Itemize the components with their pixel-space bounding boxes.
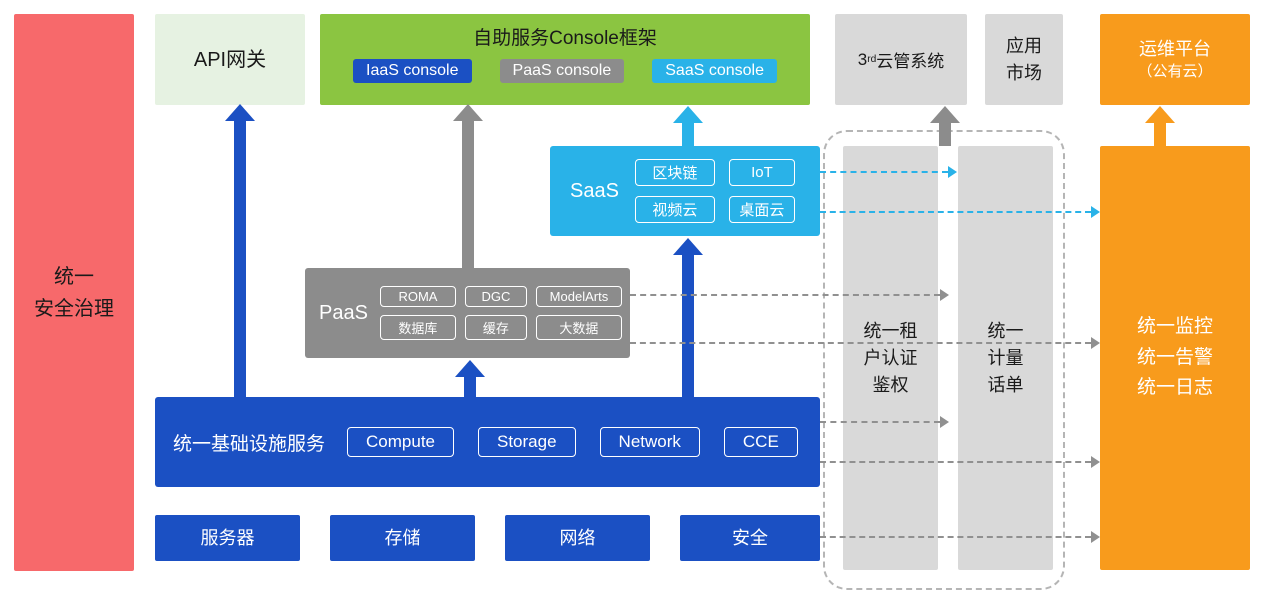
infra-item-storage: Storage: [478, 427, 576, 457]
hardware-network-box: 网络: [505, 515, 650, 561]
paas-console-chip: PaaS console: [499, 59, 625, 83]
arrow-shaft: [682, 255, 694, 397]
arrow-saas-to-console: [673, 106, 703, 146]
infrastructure-items: Compute Storage Network CCE: [347, 427, 798, 457]
saas-item-video-cloud: 视频云: [634, 196, 715, 223]
arrow-shaft: [1154, 123, 1166, 146]
dashed-line-saas-to-auth: [820, 171, 948, 173]
arrow-shaft: [234, 121, 246, 397]
paas-layer-label: PaaS: [319, 301, 368, 324]
saas-layer-label: SaaS: [570, 179, 619, 202]
metering-column: 统一 计量 话单: [958, 146, 1053, 570]
dashed-arrowhead: [940, 416, 949, 428]
dashed-line-infra-to-auth: [820, 421, 940, 423]
dashed-arrowhead: [1091, 456, 1100, 468]
ops-platform-line2: （公有云）: [1137, 63, 1213, 81]
arrow-head: [453, 104, 483, 121]
arrow-paas-to-console: [453, 104, 483, 268]
auth-column: 统一租 户认证 鉴权: [843, 146, 938, 570]
dashed-arrowhead: [940, 289, 949, 301]
dashed-arrowhead: [1091, 337, 1100, 349]
saas-item-blockchain: 区块链: [634, 159, 715, 186]
arrow-shaft: [939, 123, 951, 146]
saas-item-iot: IoT: [728, 159, 795, 186]
dashed-line-saas-to-monitor: [820, 211, 1091, 213]
paas-layer-box: PaaS ROMA DGC ModelArts 数据库 缓存 大数据: [305, 268, 630, 358]
third-party-suffix: 云管系统: [876, 52, 945, 71]
arrow-infra-to-api-gateway: [225, 104, 255, 397]
infrastructure-layer-box: 统一基础设施服务 Compute Storage Network CCE: [155, 397, 820, 487]
saas-layer-box: SaaS 区块链 IoT 视频云 桌面云: [550, 146, 820, 236]
hardware-server-box: 服务器: [155, 515, 300, 561]
arrow-head: [673, 106, 703, 123]
dashed-arrowhead: [1091, 531, 1100, 543]
hardware-storage-box: 存储: [330, 515, 475, 561]
arrow-shaft: [462, 121, 474, 268]
paas-item-roma: ROMA: [379, 286, 456, 307]
console-frame-box: 自助服务Console框架 IaaS console PaaS console …: [320, 14, 810, 105]
dashed-line-paas-to-monitor: [630, 342, 1091, 344]
ops-platform-box: 运维平台 （公有云）: [1100, 14, 1250, 105]
infra-item-compute: Compute: [347, 427, 454, 457]
dashed-line-infra-to-monitor: [820, 461, 1091, 463]
ops-platform-line1: 运维平台: [1139, 39, 1211, 60]
infrastructure-label: 统一基础设施服务: [173, 433, 326, 455]
dashed-arrowhead: [948, 166, 957, 178]
arrow-shared-to-third-party: [930, 106, 960, 146]
arrow-head: [455, 360, 485, 377]
infra-item-cce: CCE: [723, 427, 798, 457]
arrow-head: [225, 104, 255, 121]
paas-item-bigdata: 大数据: [535, 315, 622, 340]
security-governance-bar: 统一 安全治理: [14, 14, 134, 571]
dashed-line-paas-to-auth: [630, 294, 940, 296]
third-party-prefix: 3: [857, 49, 868, 69]
hardware-security-box: 安全: [680, 515, 820, 561]
paas-item-modelarts: ModelArts: [535, 286, 622, 307]
app-market-box: 应用 市场: [985, 14, 1063, 105]
arrow-head: [1145, 106, 1175, 123]
iaas-console-chip: IaaS console: [353, 59, 472, 83]
console-frame-title: 自助服务Console框架: [473, 28, 657, 49]
arrow-shaft: [464, 377, 476, 397]
paas-item-cache: 缓存: [464, 315, 527, 340]
saas-items: 区块链 IoT 视频云 桌面云: [634, 159, 795, 223]
dashed-line-hardware-to-monitor: [820, 536, 1091, 538]
api-gateway-box: API网关: [155, 14, 305, 105]
saas-item-desktop-cloud: 桌面云: [728, 196, 795, 223]
arrow-infra-to-saas: [673, 238, 703, 397]
monitor-panel: 统一监控 统一告警 统一日志: [1100, 146, 1250, 570]
infra-item-network: Network: [599, 427, 700, 457]
saas-console-chip: SaaS console: [652, 59, 777, 83]
paas-items: ROMA DGC ModelArts 数据库 缓存 大数据: [379, 286, 622, 340]
arrow-head: [930, 106, 960, 123]
paas-item-database: 数据库: [379, 315, 456, 340]
arrow-infra-to-paas: [455, 360, 485, 397]
paas-item-dgc: DGC: [464, 286, 527, 307]
dashed-arrowhead: [1091, 206, 1100, 218]
arrow-shaft: [682, 123, 694, 146]
arrow-head: [673, 238, 703, 255]
console-row: IaaS console PaaS console SaaS console: [320, 59, 810, 83]
arrow-monitor-to-ops-platform: [1145, 106, 1175, 146]
third-party-superscript: rd: [867, 54, 877, 65]
